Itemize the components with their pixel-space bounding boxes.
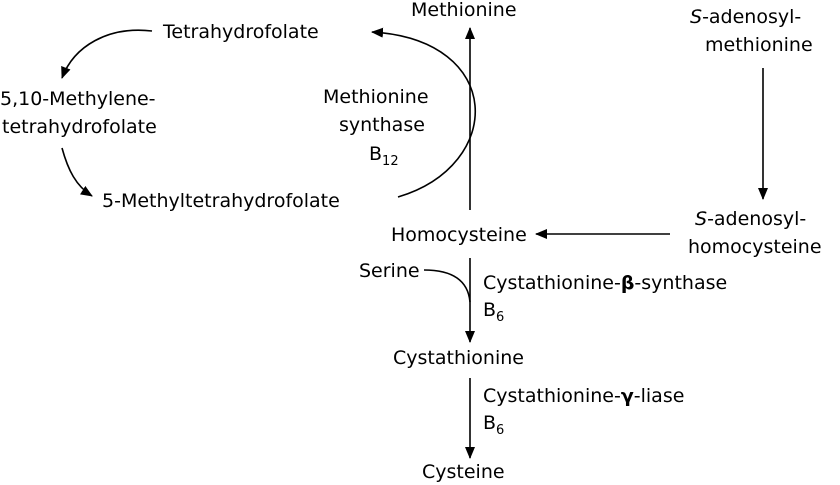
sam-label-line2: methionine xyxy=(705,34,813,56)
cbs-cofactor-subscript: 6 xyxy=(496,310,504,325)
cbs-name-start: Cystathionine- xyxy=(483,272,621,294)
sah-italic-prefix: S xyxy=(695,208,707,230)
cbs-cofactor: B6 xyxy=(483,299,504,325)
cgl-cofactor: B6 xyxy=(483,412,504,438)
sam-label-line1: S-adenosyl- xyxy=(690,6,801,28)
sam-line1-rest: -adenosyl- xyxy=(702,6,801,28)
methionine-synthase-label-line2: synthase xyxy=(339,114,425,136)
cgl-name-start: Cystathionine- xyxy=(483,385,621,407)
cbs-name-end: -synthase xyxy=(634,272,727,294)
b12-cofactor-base: B xyxy=(369,143,382,165)
methylene-to-methyl-arrow xyxy=(61,147,93,197)
methionine-synthase-label-line1: Methionine xyxy=(323,86,429,108)
methyltetrahydrofolate-label: 5-Methyltetrahydrofolate xyxy=(102,190,340,212)
cystathionine-label: Cystathionine xyxy=(393,347,524,369)
methylene-thf-label-line1: 5,10-Methylene- xyxy=(0,88,156,110)
cgl-cofactor-base: B xyxy=(483,412,496,434)
tetrahydrofolate-to-methylene-arrow xyxy=(61,29,153,79)
cgl-cofactor-subscript: 6 xyxy=(496,423,504,438)
serine-label: Serine xyxy=(359,260,420,282)
beta-symbol: β xyxy=(621,272,635,294)
methionine-synthase-cofactor: B12 xyxy=(369,143,399,169)
cysteine-label: Cysteine xyxy=(422,461,505,483)
b12-cofactor-subscript: 12 xyxy=(382,154,399,169)
homocysteine-label: Homocysteine xyxy=(391,224,527,246)
gamma-symbol: γ xyxy=(621,385,634,407)
methionine-synthase-curve-arrow xyxy=(371,27,476,198)
methylene-thf-label-line2: tetrahydrofolate xyxy=(2,116,157,138)
cgl-label: Cystathionine-γ-liase xyxy=(483,385,684,407)
cbs-cofactor-base: B xyxy=(483,299,496,321)
tetrahydrofolate-label: Tetrahydrofolate xyxy=(162,21,319,43)
sam-italic-prefix: S xyxy=(690,6,702,28)
sah-label-line2: homocysteine xyxy=(688,236,822,258)
sah-line1-rest: -adenosyl- xyxy=(707,208,806,230)
methionine-label: Methionine xyxy=(411,0,517,21)
sah-label-line1: S-adenosyl- xyxy=(695,208,806,230)
serine-join-curve xyxy=(423,269,471,303)
cbs-label: Cystathionine-β-synthase xyxy=(483,272,727,294)
cgl-name-end: -liase xyxy=(634,385,685,407)
